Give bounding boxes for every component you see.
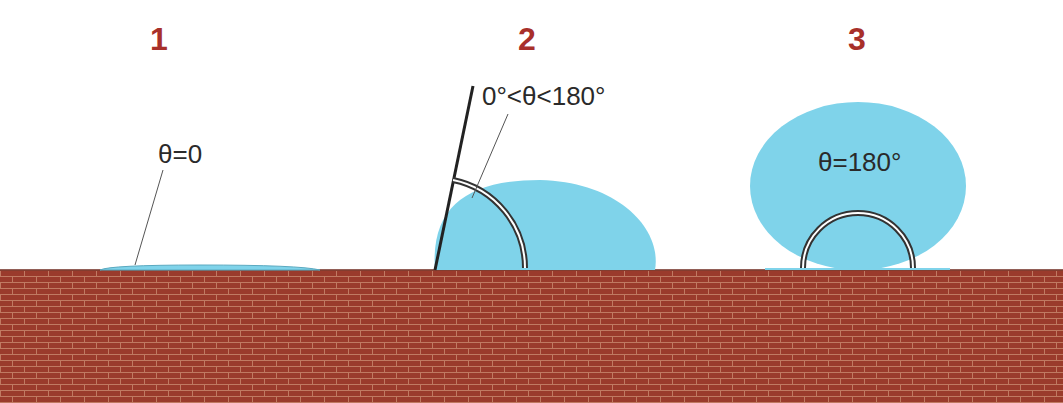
angle-arc	[453, 180, 525, 268]
leader-line	[472, 114, 508, 198]
case-number: 2	[518, 22, 536, 57]
angle-arc	[803, 213, 913, 268]
leader-line	[135, 170, 163, 265]
droplet-contact	[765, 268, 950, 270]
angle-arc	[803, 213, 913, 268]
case-number: 3	[848, 22, 866, 57]
solid-surface	[0, 270, 1063, 403]
angle-label: θ=180°	[818, 148, 901, 177]
angle-label: 0°<θ<180°	[482, 82, 605, 111]
droplet-film	[100, 265, 320, 270]
case-number: 1	[150, 22, 168, 57]
droplet-sphere	[750, 102, 966, 270]
angle-arc	[453, 180, 525, 268]
droplet-partial	[435, 180, 656, 270]
angle-label: θ=0	[158, 140, 202, 169]
